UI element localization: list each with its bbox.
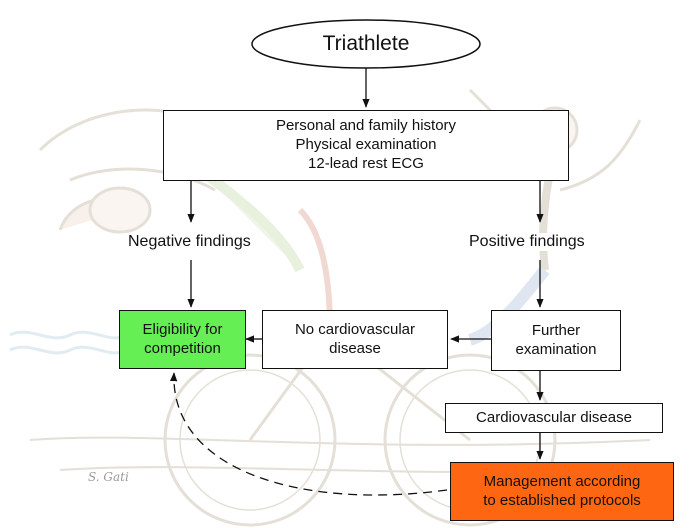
cardiovascular-disease-box: Cardiovascular disease xyxy=(445,403,663,433)
start-node: Triathlete xyxy=(322,31,410,55)
eligibility-box: Eligibility for competition xyxy=(119,310,246,369)
positive-findings-label: Positive findings xyxy=(469,233,585,251)
no-cardiovascular-disease-box: No cardiovascular disease xyxy=(262,310,448,369)
screening-box: Personal and family history Physical exa… xyxy=(163,110,569,181)
negative-findings-label: Negative findings xyxy=(128,233,251,251)
management-box: Management according to established prot… xyxy=(450,462,674,521)
further-examination-box: Further examination xyxy=(491,310,621,371)
start-ellipse xyxy=(251,19,481,69)
author-signature: S. Gati xyxy=(88,470,129,484)
flow-arrows xyxy=(170,68,544,496)
